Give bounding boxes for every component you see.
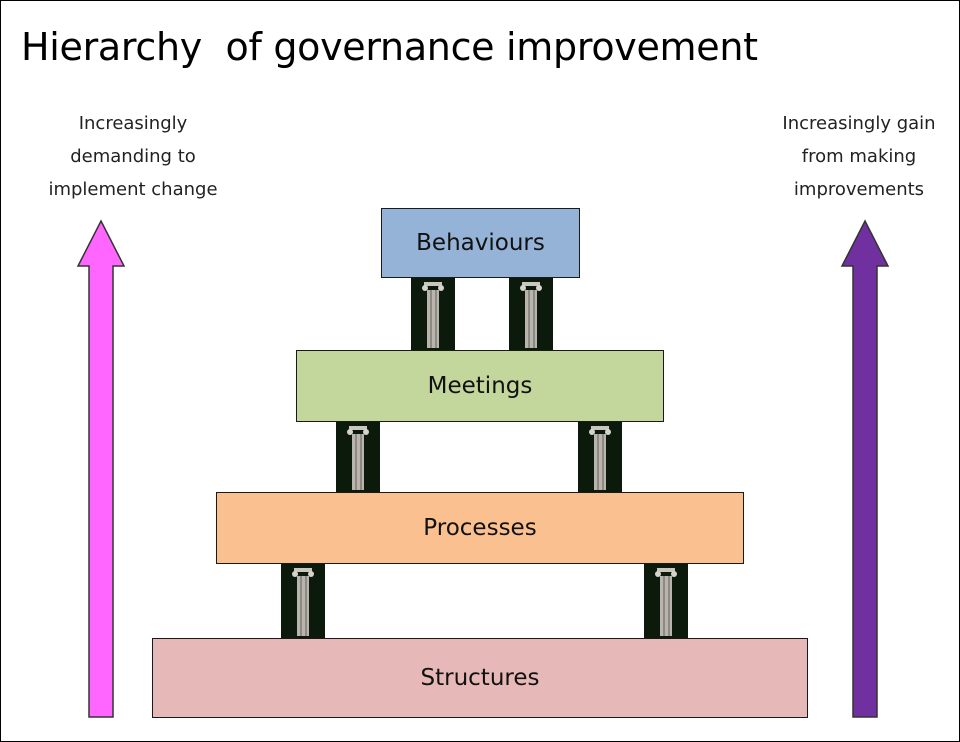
tier-structures: Structures: [152, 638, 808, 718]
left-note-line-1: Increasingly: [78, 113, 188, 134]
tier-behaviours: Behaviours: [381, 208, 580, 278]
left-axis-note: Increasingly demanding to implement chan…: [13, 107, 253, 206]
left-note-line-2: demanding to: [70, 146, 196, 167]
right-axis-note: Increasingly gain from making improvemen…: [739, 107, 959, 206]
column-icon: [644, 564, 688, 638]
column-icon: [578, 422, 622, 492]
column-icon: [411, 278, 455, 350]
right-note-line-2: from making: [801, 146, 917, 167]
left-up-arrow-icon: [76, 219, 126, 718]
diagram-title: Hierarchy of governance improvement: [21, 25, 758, 69]
column-icon: [336, 422, 380, 492]
right-note-line-1: Increasingly gain: [782, 113, 936, 134]
right-note-line-3: improvements: [793, 179, 925, 200]
column-icon: [281, 564, 325, 638]
tier-meetings: Meetings: [296, 350, 664, 422]
left-note-line-3: implement change: [48, 179, 218, 200]
right-up-arrow-icon: [840, 219, 890, 718]
tier-processes: Processes: [216, 492, 744, 564]
column-icon: [509, 278, 553, 350]
